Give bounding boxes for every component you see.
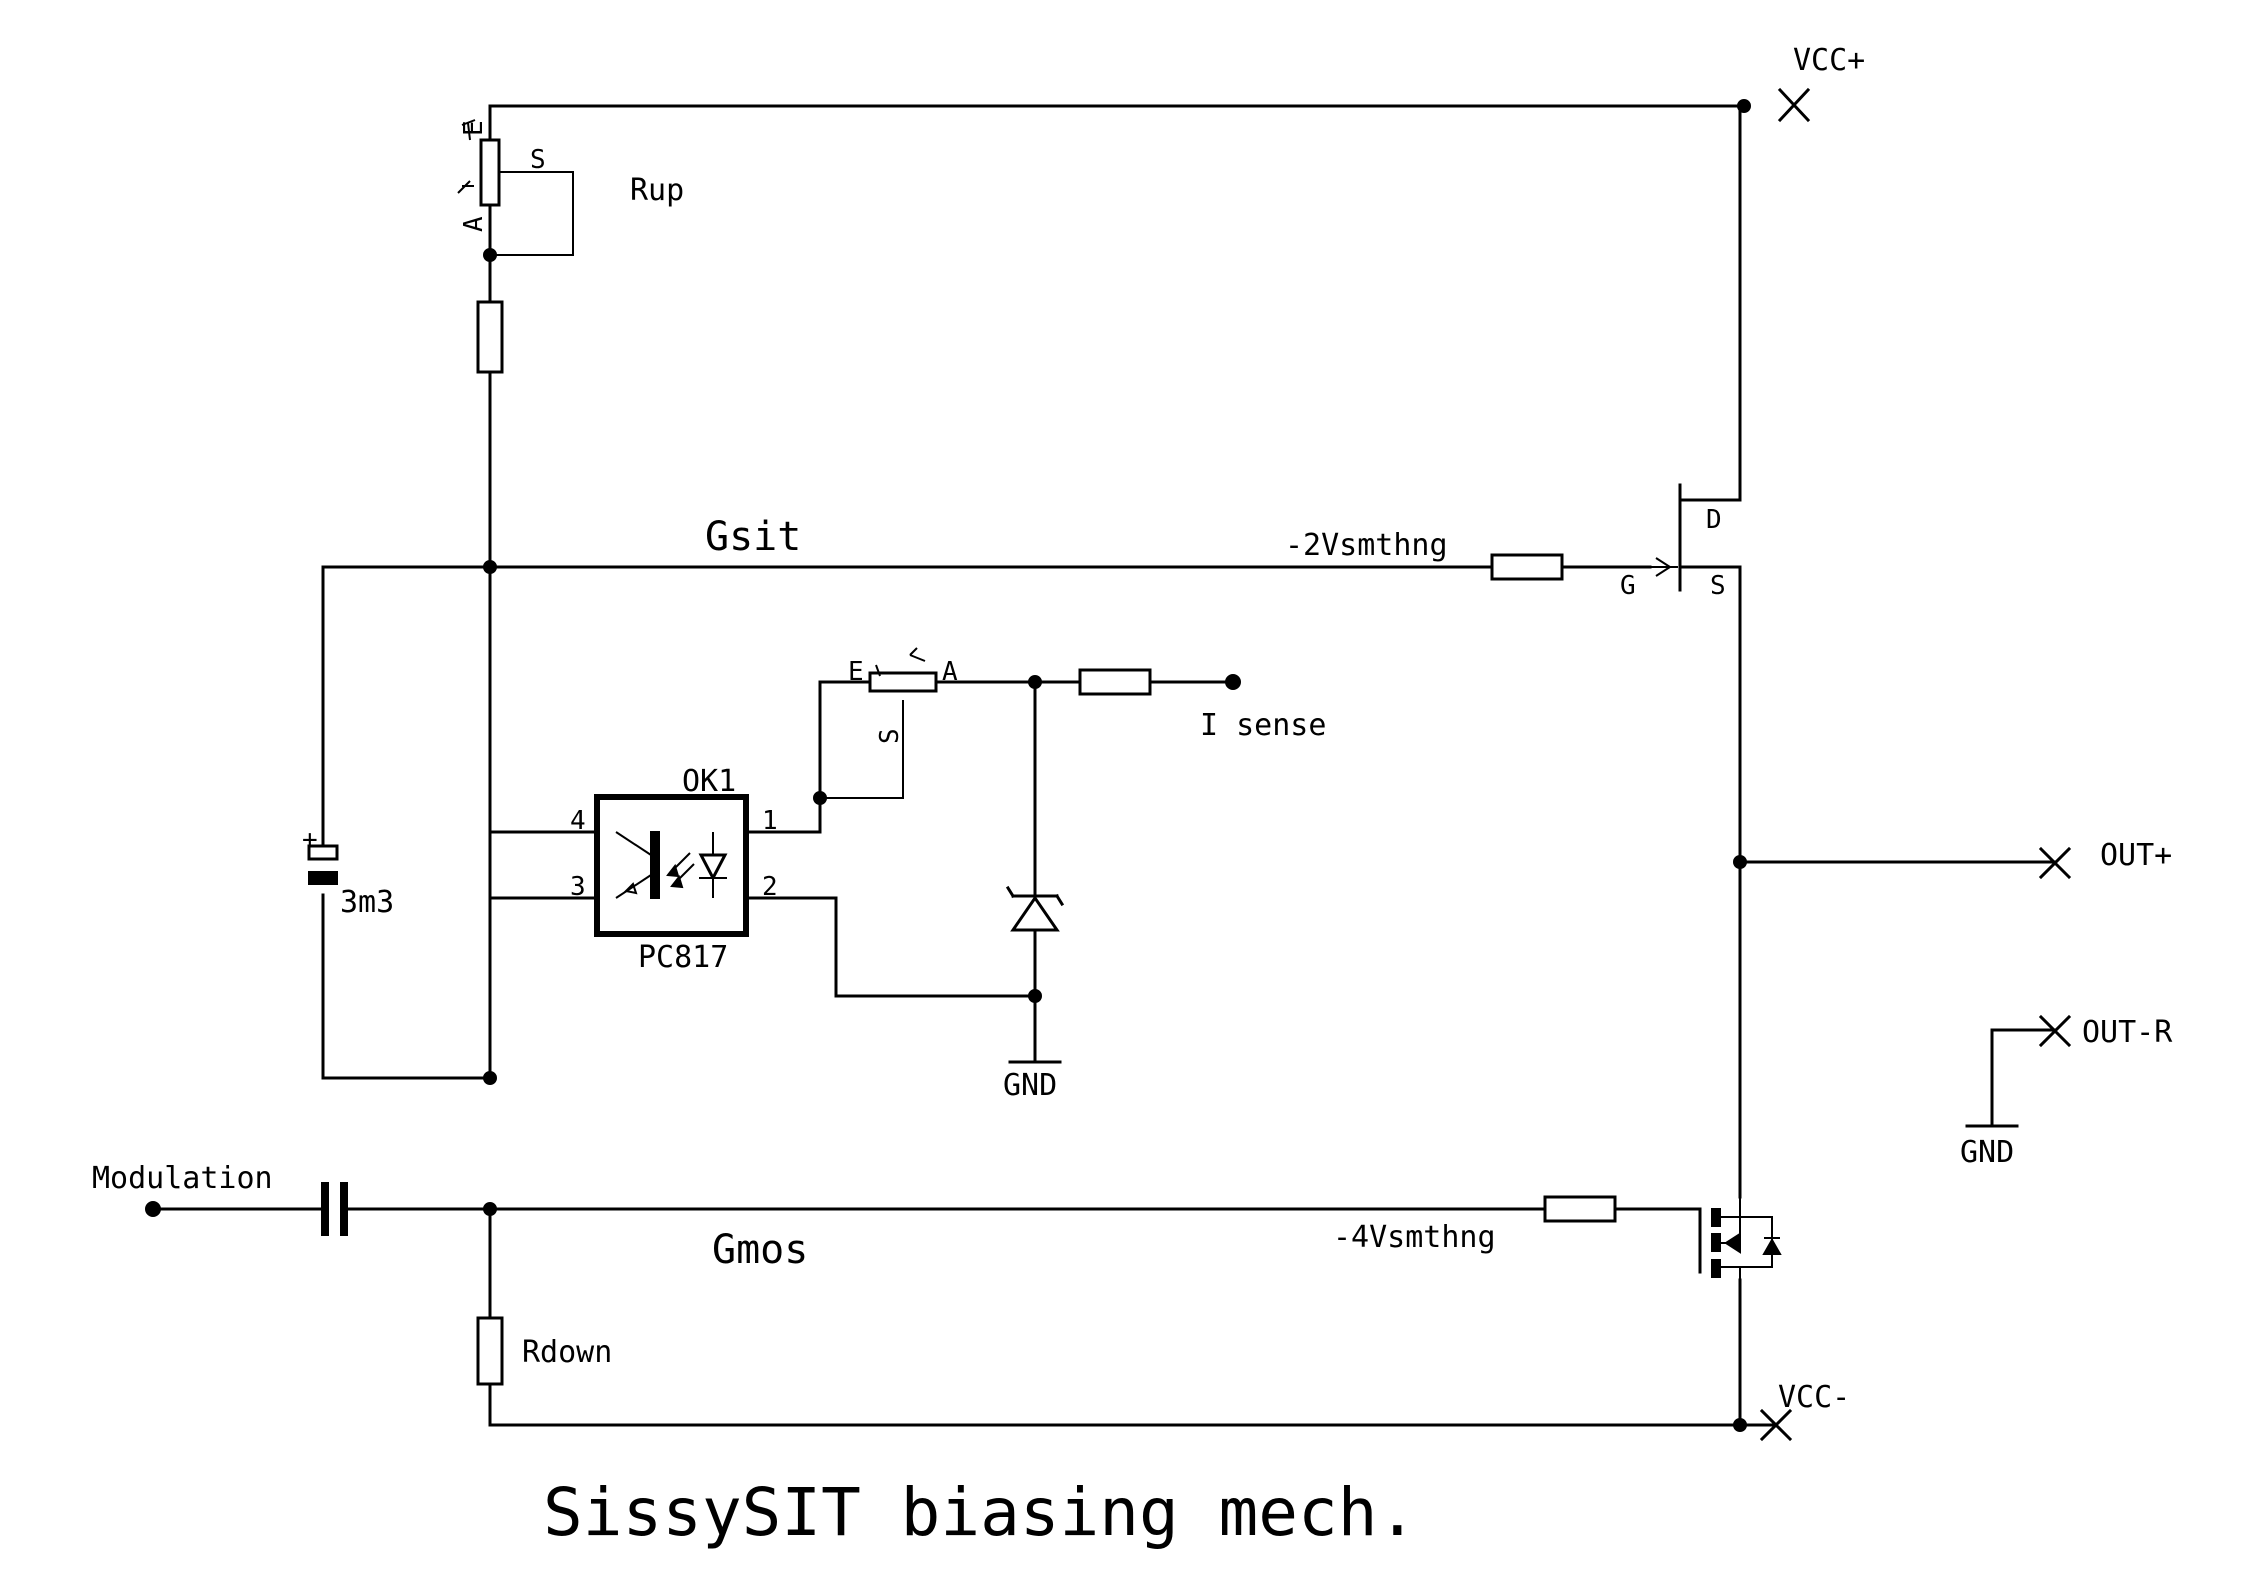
label-rdown: Rdown — [522, 1335, 612, 1370]
labels: VCC+ OUT+ OUT-R GND VCC- GND I sense Mod… — [92, 43, 2173, 1551]
terminal-crosses — [1759, 87, 2072, 1442]
capacitor-3m3 — [307, 844, 339, 885]
label-out-r: OUT-R — [2082, 1015, 2173, 1050]
label-rup: Rup — [630, 173, 684, 208]
junction-dot — [483, 1071, 497, 1085]
label-pin-1: 1 — [762, 806, 778, 836]
label-pot-mid-s: S — [875, 728, 905, 744]
pot-arrow-icon — [909, 647, 926, 662]
phototransistor-base-bar — [650, 831, 660, 899]
label-pot-top-s: S — [530, 145, 546, 175]
out-plus-terminal-icon — [2038, 846, 2072, 880]
junction-dot — [1028, 675, 1042, 689]
capacitor-modulation — [321, 1182, 348, 1236]
label-gmos-voltage: -4Vsmthng — [1333, 1220, 1496, 1255]
pot-arrow-icon — [457, 180, 474, 194]
junction-dot — [483, 560, 497, 574]
sit-transistor — [1650, 483, 1682, 592]
vcc-minus-terminal-icon — [1759, 1408, 1793, 1442]
label-sit-s: S — [1710, 571, 1726, 601]
led-icon — [698, 853, 728, 882]
sit-gate-arrow-icon — [1655, 557, 1672, 577]
capacitor-plate — [321, 1182, 329, 1236]
label-pin-3: 3 — [570, 872, 586, 902]
label-vcc-plus: VCC+ — [1793, 43, 1865, 78]
label-pot-mid-e: E — [848, 657, 864, 687]
wires — [151, 104, 2057, 1427]
junction-dot — [483, 1202, 497, 1216]
label-pot-top-e: E — [459, 120, 489, 136]
junction-dot — [1733, 1418, 1747, 1432]
vcc-plus-terminal-icon — [1777, 87, 1811, 123]
label-pot-mid-a: A — [942, 657, 958, 687]
potentiometer-body — [868, 671, 938, 693]
label-pot-top-a: A — [459, 216, 489, 232]
capacitor-plate-plus — [307, 844, 339, 861]
label-capacitor: 3m3 — [340, 885, 394, 920]
label-gnd-main: GND — [1003, 1068, 1057, 1103]
mosfet-channel-segment — [1711, 1233, 1721, 1252]
resistor-i-sense — [1078, 668, 1152, 696]
mosfet-channel-segment — [1711, 1259, 1721, 1278]
junction-dot — [483, 248, 497, 262]
resistor-rdown — [476, 1316, 504, 1386]
resistor-rup — [476, 300, 504, 374]
label-gsit: Gsit — [705, 514, 801, 560]
out-r-terminal-icon — [2038, 1014, 2072, 1048]
resistor-gmos — [1543, 1195, 1617, 1223]
label-sit-g: G — [1620, 571, 1636, 601]
label-gmos: Gmos — [712, 1227, 808, 1273]
label-vcc-minus: VCC- — [1778, 1380, 1850, 1415]
mosfet — [1698, 1197, 1782, 1280]
label-modulation: Modulation — [92, 1161, 273, 1196]
optocoupler-body — [594, 794, 749, 937]
junction-dot — [1028, 989, 1042, 1003]
mosfet-arrow-icon — [1724, 1232, 1741, 1254]
label-out-plus: OUT+ — [2100, 838, 2172, 873]
mosfet-channel-segment — [1711, 1208, 1721, 1227]
label-sit-d: D — [1706, 505, 1722, 535]
potentiometer-rup — [457, 119, 501, 207]
optocoupler-ok1 — [594, 794, 749, 937]
label-pc817: PC817 — [638, 940, 728, 975]
diagram-title: SissySIT biasing mech. — [543, 1474, 1417, 1551]
potentiometer-sense — [868, 647, 938, 693]
label-ok1: OK1 — [682, 764, 736, 799]
zener-bar-icon — [1005, 885, 1065, 907]
junction-dot — [1733, 855, 1747, 869]
label-i-sense: I sense — [1200, 708, 1326, 743]
label-gnd-out: GND — [1960, 1135, 2014, 1170]
pot-marker-icon — [875, 664, 881, 677]
emitter-arrow-icon — [623, 882, 638, 895]
capacitor-plate — [340, 1182, 348, 1236]
label-capacitor-plus: + — [302, 825, 318, 855]
body-diode-icon — [1762, 1237, 1782, 1255]
pot-marker-icon — [461, 119, 476, 141]
potentiometer-body — [479, 138, 501, 207]
junction-dot — [1737, 99, 1751, 113]
resistor-gsit — [1490, 553, 1564, 581]
label-pin-4: 4 — [570, 806, 586, 836]
modulation-terminal-dot — [145, 1201, 161, 1217]
junction-dot — [813, 791, 827, 805]
i-sense-terminal-dot — [1225, 674, 1241, 690]
zener-diode — [1005, 885, 1065, 932]
junction-dots — [145, 99, 1751, 1432]
label-pin-2: 2 — [762, 872, 778, 902]
capacitor-plate-minus — [308, 871, 338, 885]
zener-triangle-icon — [1010, 895, 1060, 932]
label-gsit-voltage: -2Vsmthng — [1285, 528, 1448, 563]
